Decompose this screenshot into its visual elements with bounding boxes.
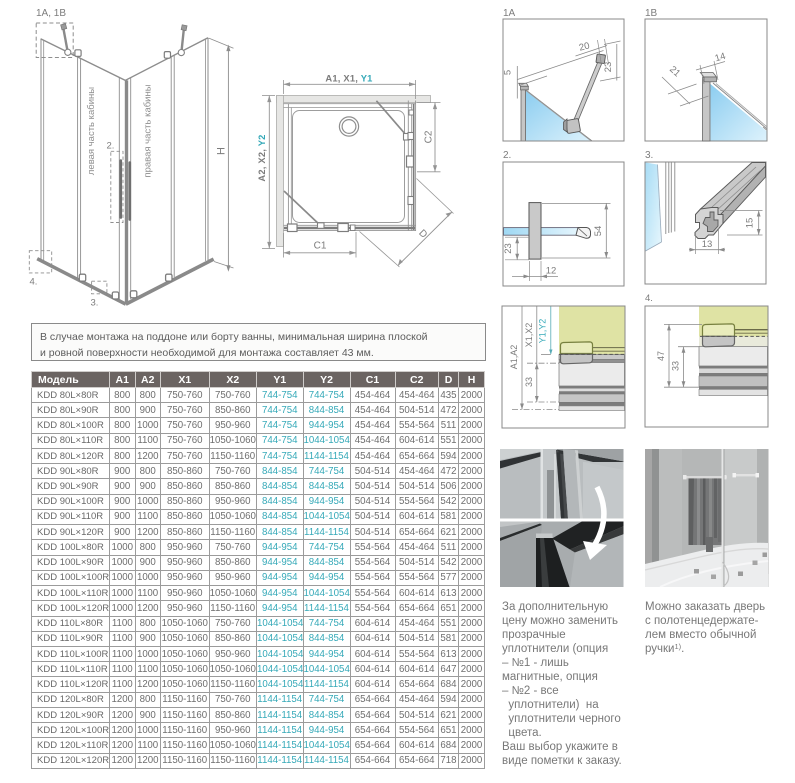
svg-text:5: 5 (503, 70, 514, 75)
svg-text:левая часть кабины: левая часть кабины (86, 87, 97, 175)
svg-text:2.: 2. (107, 141, 115, 152)
svg-text:2.: 2. (503, 150, 511, 161)
svg-text:C2: C2 (424, 130, 435, 143)
svg-text:X1,X2: X1,X2 (524, 323, 534, 348)
svg-text:A2, X2, Y2: A2, X2, Y2 (256, 134, 267, 181)
svg-text:1B: 1B (645, 8, 658, 19)
svg-text:Y1,Y2: Y1,Y2 (538, 319, 548, 344)
svg-text:15: 15 (745, 218, 756, 229)
svg-text:12: 12 (546, 266, 557, 277)
svg-text:C1: C1 (314, 241, 327, 252)
svg-text:4.: 4. (30, 277, 38, 288)
svg-text:13: 13 (702, 239, 713, 250)
svg-text:23: 23 (603, 62, 614, 73)
svg-text:54: 54 (593, 226, 604, 237)
svg-text:33: 33 (524, 377, 534, 387)
svg-text:23: 23 (503, 243, 514, 254)
svg-text:D: D (416, 228, 429, 241)
svg-text:20: 20 (578, 40, 591, 53)
svg-text:14: 14 (714, 51, 727, 64)
svg-text:A1,A2: A1,A2 (509, 345, 519, 370)
svg-text:33: 33 (670, 361, 680, 371)
svg-text:1A, 1B: 1A, 1B (36, 8, 66, 19)
svg-text:1A: 1A (503, 8, 516, 19)
svg-text:3.: 3. (645, 150, 653, 161)
svg-text:4.: 4. (645, 293, 653, 304)
svg-text:3.: 3. (91, 298, 99, 309)
svg-text:47: 47 (656, 351, 666, 361)
svg-text:H: H (216, 147, 228, 155)
svg-text:A1, X1, Y1: A1, X1, Y1 (325, 73, 372, 84)
svg-text:правая часть кабины: правая часть кабины (143, 84, 154, 177)
